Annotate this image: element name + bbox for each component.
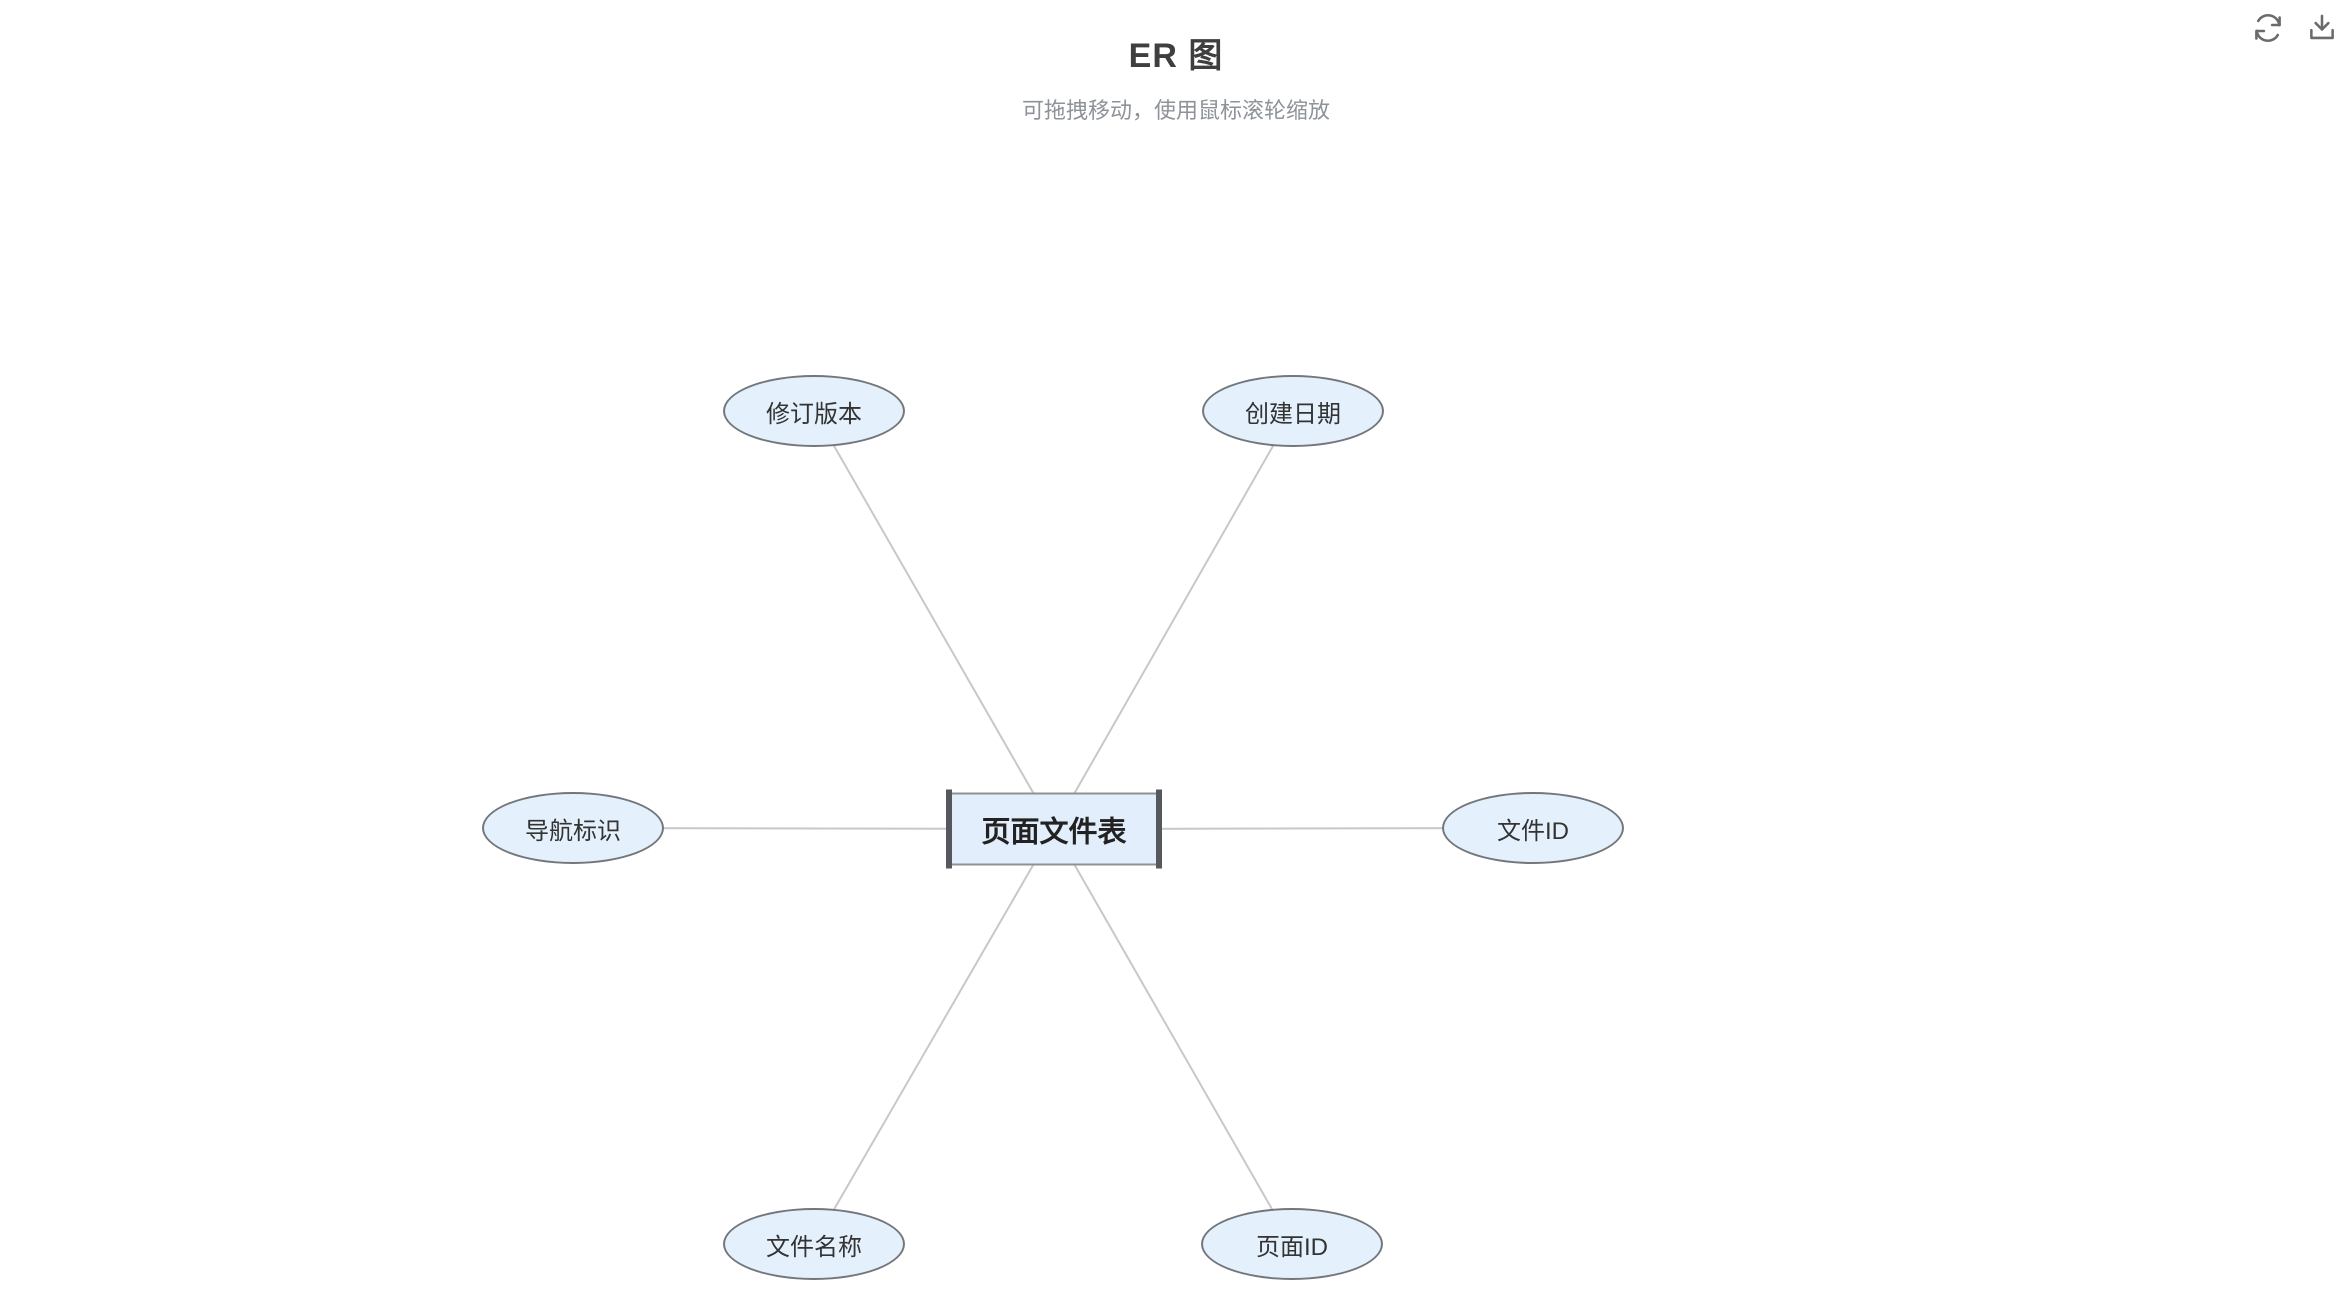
edge-entity-revision: [813, 410, 1055, 830]
attribute-label: 页面ID: [1256, 1233, 1328, 1261]
entity-node-page-file-table[interactable]: 页面文件表: [946, 789, 1162, 869]
attribute-label: 修订版本: [766, 400, 862, 428]
refresh-icon: [2251, 11, 2285, 45]
attribute-node-revision[interactable]: 修订版本: [723, 375, 905, 447]
attribute-label: 创建日期: [1245, 400, 1341, 428]
download-icon: [2305, 11, 2339, 45]
attribute-label: 文件ID: [1497, 817, 1569, 845]
attribute-node-created-date[interactable]: 创建日期: [1202, 375, 1384, 447]
attribute-label: 导航标识: [525, 817, 621, 845]
attribute-node-nav-id[interactable]: 导航标识: [482, 792, 664, 864]
refresh-button[interactable]: [2250, 10, 2286, 46]
toolbar: [2250, 10, 2340, 46]
attribute-node-page-id[interactable]: 页面ID: [1201, 1208, 1383, 1280]
entity-label: 页面文件表: [981, 816, 1127, 848]
download-button[interactable]: [2304, 10, 2340, 46]
edge-entity-created: [1053, 410, 1294, 830]
attribute-label: 文件名称: [766, 1233, 862, 1261]
attribute-node-file-id[interactable]: 文件ID: [1442, 792, 1624, 864]
edge-entity-pageid: [1053, 828, 1293, 1245]
edge-entity-filename: [813, 828, 1055, 1245]
attribute-node-file-name[interactable]: 文件名称: [723, 1208, 905, 1280]
